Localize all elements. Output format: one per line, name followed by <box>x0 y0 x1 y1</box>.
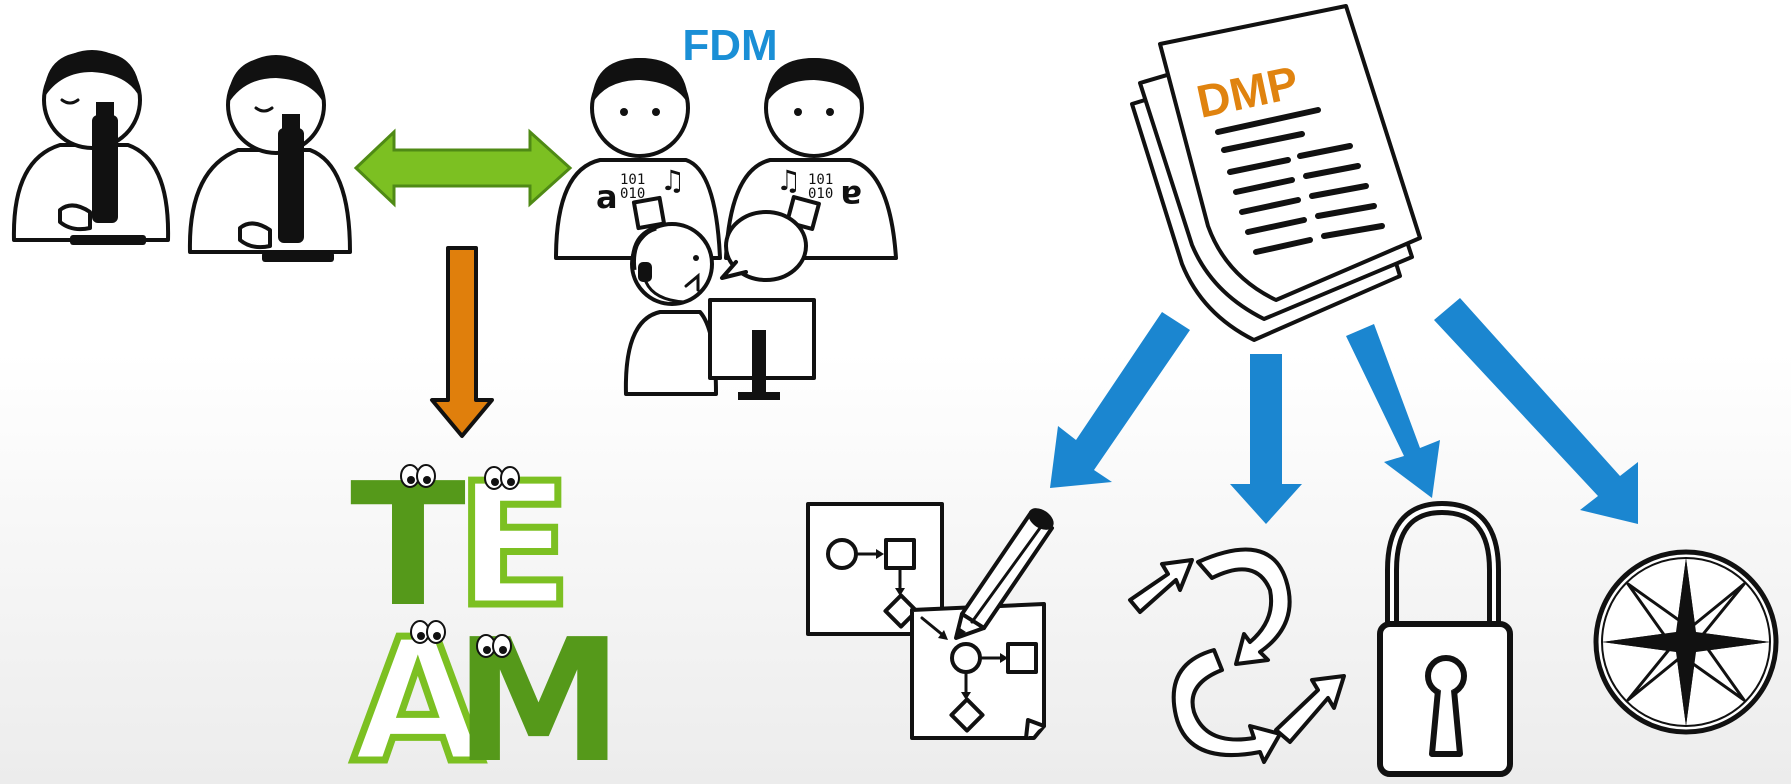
team-letter-a: A <box>352 603 484 784</box>
monitor-icon <box>708 298 816 400</box>
fdm-label: FDM <box>682 21 777 70</box>
blue-arrow-1 <box>1050 312 1190 488</box>
researcher-with-microscope-icon <box>11 50 171 245</box>
researcher-with-microscope-icon <box>187 55 352 262</box>
svg-text:♫: ♫ <box>776 164 801 197</box>
researchers-group <box>11 50 352 262</box>
svg-text:101: 101 <box>808 172 833 188</box>
svg-text:010: 010 <box>620 186 645 202</box>
compass-rose-icon <box>1593 549 1779 735</box>
blue-arrow-4 <box>1434 298 1638 524</box>
team-letters: T E A M <box>349 444 624 784</box>
team-letter-m: M <box>454 603 623 784</box>
green-double-arrow <box>353 128 573 208</box>
padlock-icon <box>1377 500 1513 777</box>
cycle-arrows-icon <box>1128 547 1346 764</box>
document-lines <box>1215 107 1385 255</box>
workflow-diagram-icon <box>806 502 1046 740</box>
data-managers-icon: a 101 010 ♫ ♫ 101 010 a <box>554 58 898 282</box>
svg-text:101: 101 <box>620 172 645 188</box>
blue-arrow-2 <box>1230 354 1302 524</box>
document-stack-icon: DMP <box>1130 4 1422 342</box>
svg-text:010: 010 <box>808 186 833 202</box>
orange-down-arrow <box>430 246 494 438</box>
team-eyes <box>400 464 520 658</box>
support-agent-icon <box>623 222 718 396</box>
blue-arrow-3 <box>1346 324 1440 498</box>
svg-text:a: a <box>596 178 618 216</box>
pencil-icon <box>954 508 1054 640</box>
svg-text:a: a <box>840 178 862 216</box>
svg-text:♫: ♫ <box>660 164 685 197</box>
blue-arrows <box>1050 298 1638 524</box>
